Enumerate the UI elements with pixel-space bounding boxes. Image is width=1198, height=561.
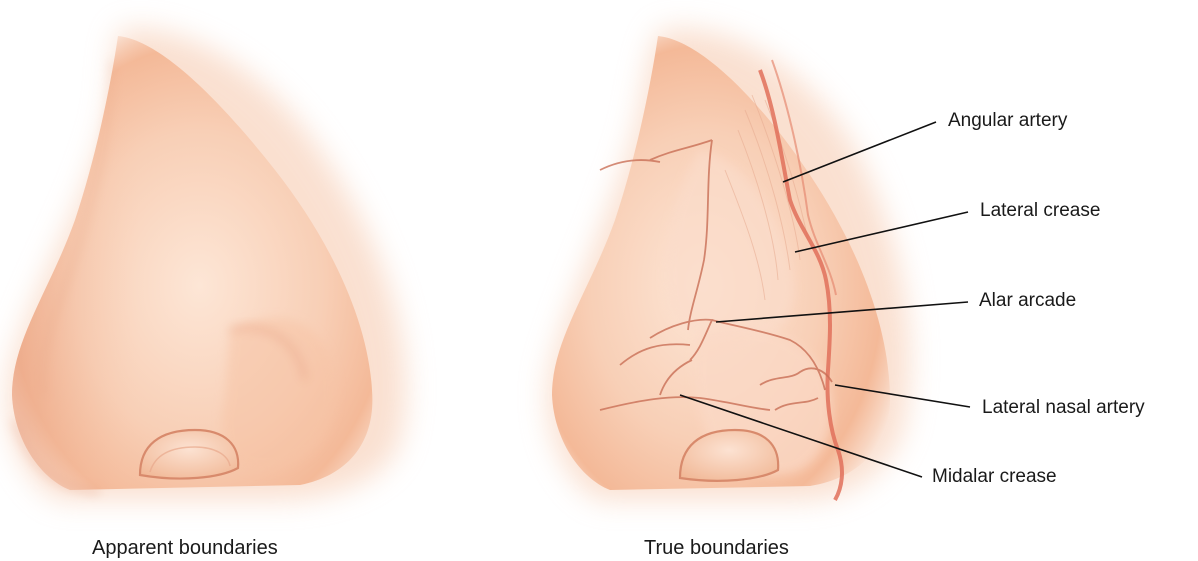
right-nose [547, 28, 909, 500]
label-lateral-crease: Lateral crease [980, 200, 1100, 222]
caption-apparent-boundaries: Apparent boundaries [92, 537, 278, 560]
label-angular-artery: Angular artery [948, 110, 1067, 132]
label-alar-arcade: Alar arcade [979, 290, 1076, 312]
left-nose [7, 29, 406, 501]
label-midalar-crease: Midalar crease [932, 466, 1057, 488]
label-lateral-nasal-artery: Lateral nasal artery [982, 397, 1145, 419]
caption-true-boundaries: True boundaries [644, 537, 789, 560]
